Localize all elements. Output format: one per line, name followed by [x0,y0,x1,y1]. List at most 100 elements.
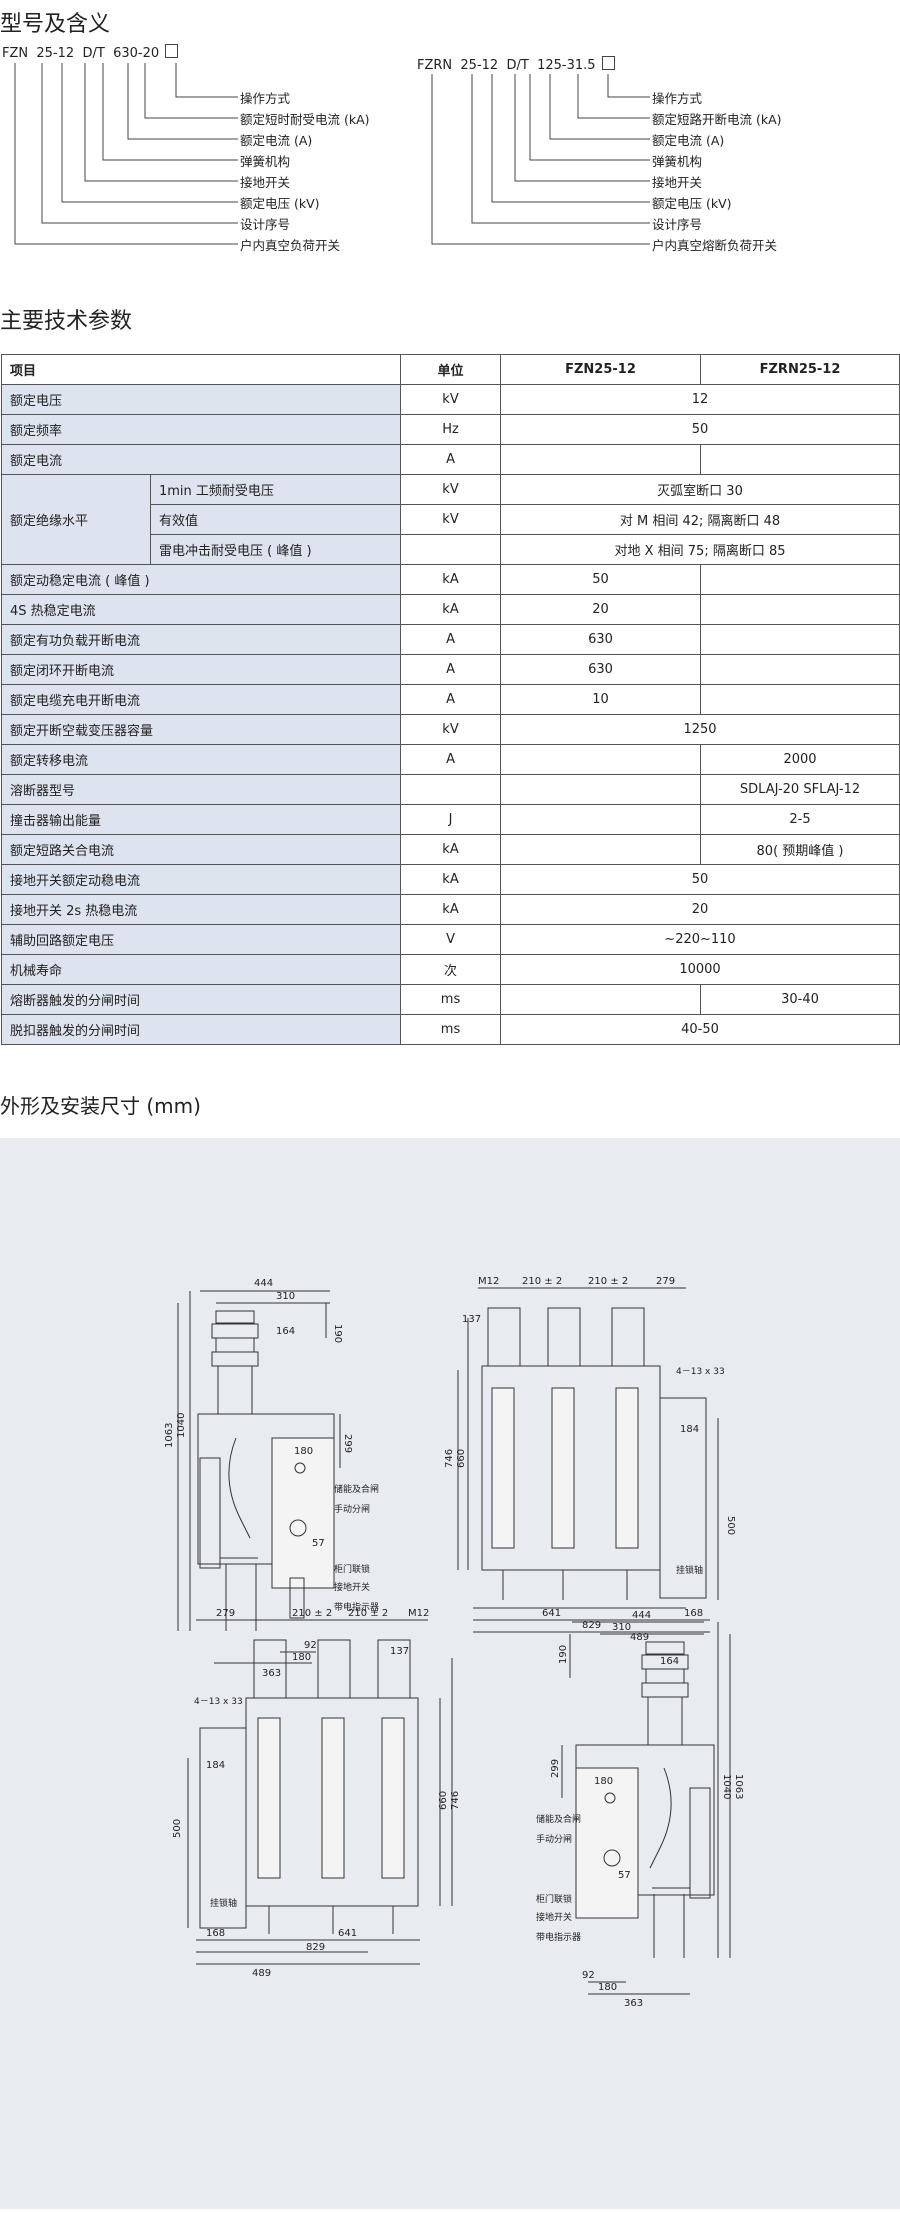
table-row: 雷电冲击耐受电压 ( 峰值 ) 对地 X 相间 75; 隔离断口 85 [2,534,900,565]
svg-text:660: 660 [456,1449,467,1468]
svg-text:500: 500 [172,1819,183,1838]
svg-text:柜门联锁: 柜门联锁 [536,1893,572,1905]
svg-text:164: 164 [276,1326,295,1337]
drawing-1-labels: 444 310 164 190 299 1063 1040 180 57 92 … [164,1278,379,1679]
model-code-fzn: FZN 25-12 D/T 630-20 [2,44,179,61]
svg-text:168: 168 [684,1608,703,1619]
svg-text:746: 746 [444,1449,455,1468]
svg-text:210 ± 2: 210 ± 2 [348,1608,388,1619]
svg-text:柜门联锁: 柜门联锁 [334,1563,370,1575]
svg-text:接地开关: 接地开关 [334,1581,370,1593]
svg-text:363: 363 [624,1998,643,2009]
svg-text:180: 180 [594,1776,613,1787]
drawing-panel: 444 310 164 190 299 1063 1040 180 57 92 … [0,1138,900,2209]
operation-box [165,44,179,58]
svg-text:310: 310 [276,1291,295,1302]
svg-text:储能及合闸: 储能及合闸 [334,1483,379,1495]
svg-text:M12: M12 [478,1276,499,1287]
svg-text:164: 164 [660,1656,679,1667]
svg-text:641: 641 [338,1928,357,1939]
svg-text:299: 299 [342,1434,353,1453]
drawing-side-view-2 [561,1621,731,1995]
svg-text:1040: 1040 [721,1774,732,1799]
drawing-3-labels: 279 210 ± 2 210 ± 2 M12 137 4－13 x 33 18… [172,1608,461,1979]
svg-text:444: 444 [254,1278,273,1289]
model-code-fzrn: FZRN 25-12 D/T 125-31.5 [417,56,615,73]
drawing-front-view-1 [457,1287,719,1633]
svg-text:190: 190 [332,1324,343,1343]
svg-text:168: 168 [206,1928,225,1939]
header-item: 项目 [0,354,402,385]
drawing-4-labels: 444 310 164 190 299 1040 1063 180 57 92 … [536,1610,744,2009]
svg-text:444: 444 [632,1610,651,1621]
svg-text:挂锁轴: 挂锁轴 [676,1564,703,1576]
svg-text:M12: M12 [408,1608,429,1619]
section-title-dimensions: 外形及安装尺寸 (mm) [0,1094,201,1118]
header-fzrn: FZRN25-12 [700,354,900,385]
svg-text:279: 279 [656,1276,675,1287]
svg-text:310: 310 [612,1622,631,1633]
svg-text:190: 190 [558,1645,569,1664]
svg-text:184: 184 [206,1760,225,1771]
svg-text:210 ± 2: 210 ± 2 [292,1608,332,1619]
drawing-2-labels: M12 210 ± 2 210 ± 2 279 137 4－13 x 33 18… [444,1276,736,1643]
svg-text:1040: 1040 [176,1413,187,1438]
svg-text:210 ± 2: 210 ± 2 [522,1276,562,1287]
table-header-row: 项目 单位 FZN25-12 FZRN25-12 [0,354,900,385]
svg-text:挂锁轴: 挂锁轴 [210,1897,237,1909]
svg-text:829: 829 [582,1620,601,1631]
svg-text:储能及合闸: 储能及合闸 [536,1813,581,1825]
drawing-side-view-1 [177,1290,341,1664]
svg-text:带电指示器: 带电指示器 [334,1601,379,1613]
svg-text:92: 92 [582,1970,595,1981]
drawing-front-view-2 [187,1619,453,1965]
svg-text:92: 92 [304,1640,317,1651]
svg-text:180: 180 [294,1446,313,1457]
svg-text:137: 137 [390,1646,409,1657]
section-title-specs: 主要技术参数 [0,309,133,334]
svg-text:手动分闸: 手动分闸 [334,1503,370,1515]
svg-text:接地开关: 接地开关 [536,1911,572,1923]
svg-text:363: 363 [262,1668,281,1679]
svg-text:4－13 x 33: 4－13 x 33 [676,1367,725,1377]
svg-text:180: 180 [598,1982,617,1993]
section-title-model: 型号及含义 [0,12,111,37]
code-fzn-series: FZN [2,46,29,61]
svg-text:带电指示器: 带电指示器 [536,1931,581,1943]
table-row: 额定绝缘水平 1min 工频耐受电压 kV 灭弧室断口 30 [1,474,900,565]
header-unit: 单位 [400,354,502,385]
fzn-leader-lines [14,63,238,245]
svg-text:210 ± 2: 210 ± 2 [588,1276,628,1287]
svg-text:4－13 x 33: 4－13 x 33 [194,1697,243,1707]
svg-text:57: 57 [618,1870,631,1881]
svg-text:489: 489 [630,1632,649,1643]
svg-text:829: 829 [306,1942,325,1953]
svg-text:1063: 1063 [164,1423,175,1448]
svg-text:660: 660 [438,1791,449,1810]
header-fzn: FZN25-12 [500,354,702,385]
svg-text:500: 500 [725,1516,736,1535]
svg-text:279: 279 [216,1608,235,1619]
svg-text:1063: 1063 [733,1774,744,1799]
svg-text:641: 641 [542,1608,561,1619]
svg-text:299: 299 [550,1759,561,1778]
svg-text:137: 137 [462,1314,481,1325]
